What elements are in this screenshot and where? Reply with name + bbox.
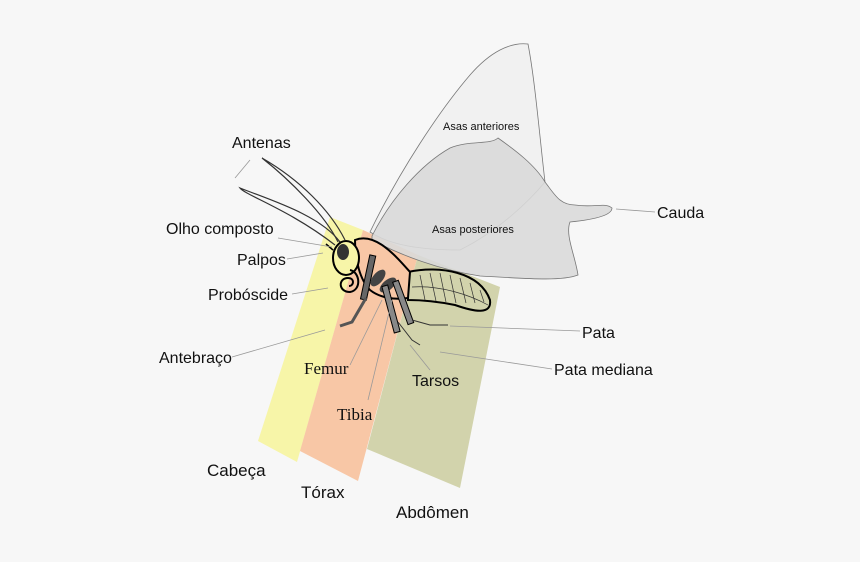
proboscis-coil bbox=[339, 269, 360, 294]
label-cauda: Cauda bbox=[657, 205, 704, 222]
abdomen-segments bbox=[411, 272, 489, 306]
label-proboscide: Probóscide bbox=[208, 287, 288, 304]
label-asas-anteriores: Asas anteriores bbox=[443, 121, 520, 133]
label-pata: Pata bbox=[582, 325, 615, 342]
label-tarsos: Tarsos bbox=[412, 373, 459, 390]
label-torax: Tórax bbox=[301, 483, 345, 502]
palp bbox=[325, 243, 334, 251]
label-asas-posteriores: Asas posteriores bbox=[432, 224, 514, 236]
label-olho-composto: Olho composto bbox=[166, 221, 274, 238]
label-antenas: Antenas bbox=[232, 135, 291, 152]
compound-eye bbox=[337, 244, 349, 260]
leader-lines bbox=[231, 159, 656, 401]
label-pata-mediana: Pata mediana bbox=[554, 362, 653, 379]
legs bbox=[339, 254, 448, 346]
label-abdomen: Abdômen bbox=[396, 503, 469, 522]
label-antebraco: Antebraço bbox=[159, 350, 232, 367]
label-cabeca: Cabeça bbox=[207, 461, 266, 480]
hindwing bbox=[371, 137, 613, 280]
antenna-right bbox=[261, 157, 346, 243]
label-femur: Femur bbox=[304, 359, 349, 378]
label-palpos: Palpos bbox=[237, 252, 286, 269]
antenna-left bbox=[238, 186, 341, 246]
label-tibia: Tibia bbox=[337, 405, 373, 424]
head-band bbox=[258, 217, 363, 462]
abdomen-band bbox=[367, 255, 500, 488]
